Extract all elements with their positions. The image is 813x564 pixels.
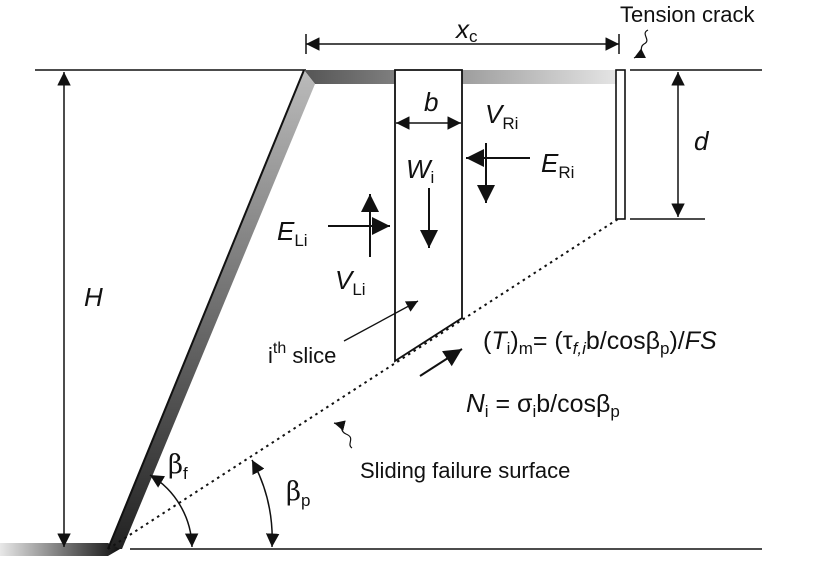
normal-force-equation: Ni = σib/cosβp: [466, 388, 620, 421]
xc-label: xc: [454, 14, 478, 46]
b-label: b: [424, 87, 438, 117]
right-shear-label: VRi: [485, 99, 518, 133]
d-label: d: [694, 126, 710, 156]
sliding-surface-leader: [333, 420, 353, 449]
beta-f-label: βf: [168, 450, 188, 483]
tension-crack-label: Tension crack: [620, 2, 756, 27]
beta-p-label: βp: [286, 477, 311, 510]
right-normal-label: ERi: [541, 148, 574, 182]
h-label: H: [84, 282, 103, 312]
slope-face-outline: [107, 69, 305, 550]
tension-crack: [615, 69, 626, 220]
beta-p-arc: [251, 459, 280, 548]
tension-crack-leader: [633, 29, 649, 59]
slice-leader: [343, 300, 419, 342]
toe-base-surface: [0, 543, 120, 556]
shear-force-equation: (Ti)m= (τf,ib/cosβp)/FS: [483, 327, 717, 358]
left-normal-label: ELi: [277, 216, 308, 250]
slice-label: ith slice: [268, 340, 336, 368]
weight-label: Wi: [406, 154, 434, 187]
base-normal-force-arrow: [419, 348, 463, 377]
sliding-surface-label: Sliding failure surface: [360, 458, 570, 483]
slope-face: [108, 70, 315, 549]
beta-f-arc: [149, 474, 199, 548]
left-shear-label: VLi: [335, 265, 366, 299]
